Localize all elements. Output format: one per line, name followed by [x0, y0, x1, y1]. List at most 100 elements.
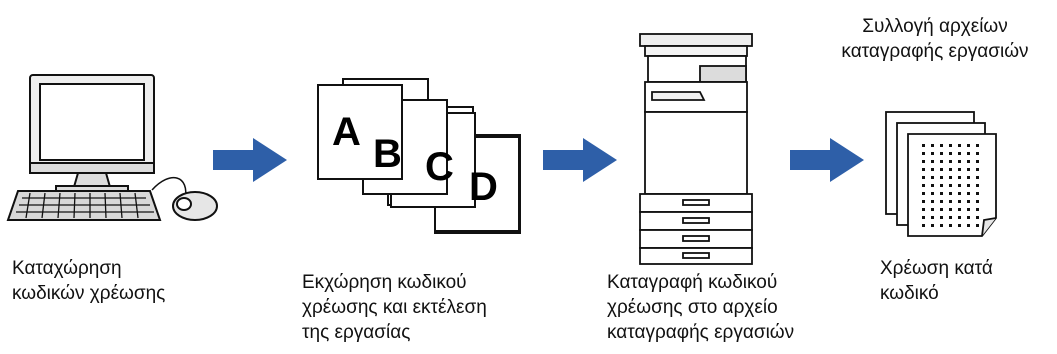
log-dot: [922, 224, 925, 227]
log-dot: [922, 168, 925, 171]
log-dot: [967, 200, 970, 203]
log-dot: [940, 176, 943, 179]
caption-line: Καταχώρηση: [12, 258, 122, 279]
step-caption-record-code: Καταγραφή κωδικού χρέωσης στο αρχείο κατ…: [607, 270, 794, 345]
output-label-job-logs: Συλλογή αρχείων καταγραφής εργασιών: [820, 14, 1050, 64]
caption-line: χρέωσης στο αρχείο: [607, 297, 778, 318]
log-dot: [949, 176, 952, 179]
caption-line: χρέωσης και εκτέλεση: [302, 297, 487, 318]
step-caption-billing: Χρέωση κατά κωδικό: [880, 256, 993, 306]
log-dot: [976, 168, 979, 171]
log-dot: [949, 216, 952, 219]
multifunction-printer-icon: [639, 33, 753, 265]
log-dot: [967, 208, 970, 211]
document-letter-c: C: [425, 145, 454, 189]
log-dot: [976, 152, 979, 155]
caption-line: καταγραφής εργασιών: [841, 41, 1029, 62]
log-dot: [949, 224, 952, 227]
log-dot: [958, 208, 961, 211]
log-dot: [931, 200, 934, 203]
log-dot: [931, 176, 934, 179]
caption-line: Εκχώρηση κωδικού: [302, 272, 467, 293]
log-dot: [931, 152, 934, 155]
arrow-right-icon: [213, 138, 287, 182]
log-dot: [949, 168, 952, 171]
log-dot: [931, 216, 934, 219]
log-dot: [976, 144, 979, 147]
log-dot: [949, 144, 952, 147]
log-dot: [931, 168, 934, 171]
log-dot: [967, 160, 970, 163]
log-dot: [940, 200, 943, 203]
log-dot: [922, 160, 925, 163]
log-dot: [976, 224, 979, 227]
caption-line: της εργασίας: [302, 322, 411, 343]
log-dot: [967, 192, 970, 195]
log-dot: [931, 144, 934, 147]
log-dot: [967, 144, 970, 147]
caption-line: Συλλογή αρχείων: [862, 16, 1008, 37]
caption-line: Χρέωση κατά: [880, 258, 993, 279]
log-dot: [976, 208, 979, 211]
log-dot: [958, 160, 961, 163]
log-dot: [967, 216, 970, 219]
step-caption-assign-code: Εκχώρηση κωδικού χρέωσης και εκτέλεση τη…: [302, 270, 487, 345]
log-dot: [922, 216, 925, 219]
log-dot: [931, 160, 934, 163]
log-dot: [967, 224, 970, 227]
log-dot: [931, 192, 934, 195]
log-dot: [940, 152, 943, 155]
document-stack: [317, 84, 520, 232]
log-dot: [940, 208, 943, 211]
computer-icon: [6, 74, 218, 221]
log-dot: [922, 176, 925, 179]
log-dot: [976, 192, 979, 195]
log-dot: [949, 208, 952, 211]
log-dot: [949, 200, 952, 203]
log-dot: [958, 184, 961, 187]
log-dot: [958, 168, 961, 171]
log-dot: [940, 168, 943, 171]
log-dot: [967, 168, 970, 171]
log-dot: [931, 184, 934, 187]
log-dot: [967, 152, 970, 155]
log-dot: [958, 176, 961, 179]
log-dot: [976, 184, 979, 187]
log-dots: [922, 144, 979, 227]
step-caption-register-codes: Καταχώρηση κωδικών χρέωσης: [12, 256, 165, 306]
log-dot: [976, 216, 979, 219]
log-dot: [967, 176, 970, 179]
arrow-right-icon: [790, 138, 864, 182]
log-dot: [922, 184, 925, 187]
log-dot: [931, 208, 934, 211]
log-dot: [940, 184, 943, 187]
log-dot: [922, 152, 925, 155]
log-dot: [958, 192, 961, 195]
document-letter-d: D: [469, 165, 498, 209]
log-dot: [931, 224, 934, 227]
log-dot: [922, 208, 925, 211]
caption-line: Καταγραφή κωδικού: [607, 272, 778, 293]
log-dot: [940, 192, 943, 195]
log-dot: [976, 160, 979, 163]
document-letter-b: B: [373, 132, 402, 176]
log-dot: [922, 200, 925, 203]
log-dot: [958, 152, 961, 155]
log-dot: [958, 216, 961, 219]
log-dot: [949, 152, 952, 155]
document-letter-a: A: [332, 110, 361, 154]
log-dot: [958, 144, 961, 147]
log-dot: [940, 224, 943, 227]
log-dot: [922, 144, 925, 147]
log-dot: [940, 160, 943, 163]
arrow-right-icon: [543, 138, 617, 182]
log-dot: [940, 144, 943, 147]
log-dot: [976, 176, 979, 179]
log-dot: [958, 224, 961, 227]
log-dot: [958, 200, 961, 203]
log-dot: [949, 184, 952, 187]
caption-line: κωδικό: [880, 283, 939, 304]
log-dot: [922, 192, 925, 195]
caption-line: καταγραφής εργασιών: [607, 322, 795, 343]
